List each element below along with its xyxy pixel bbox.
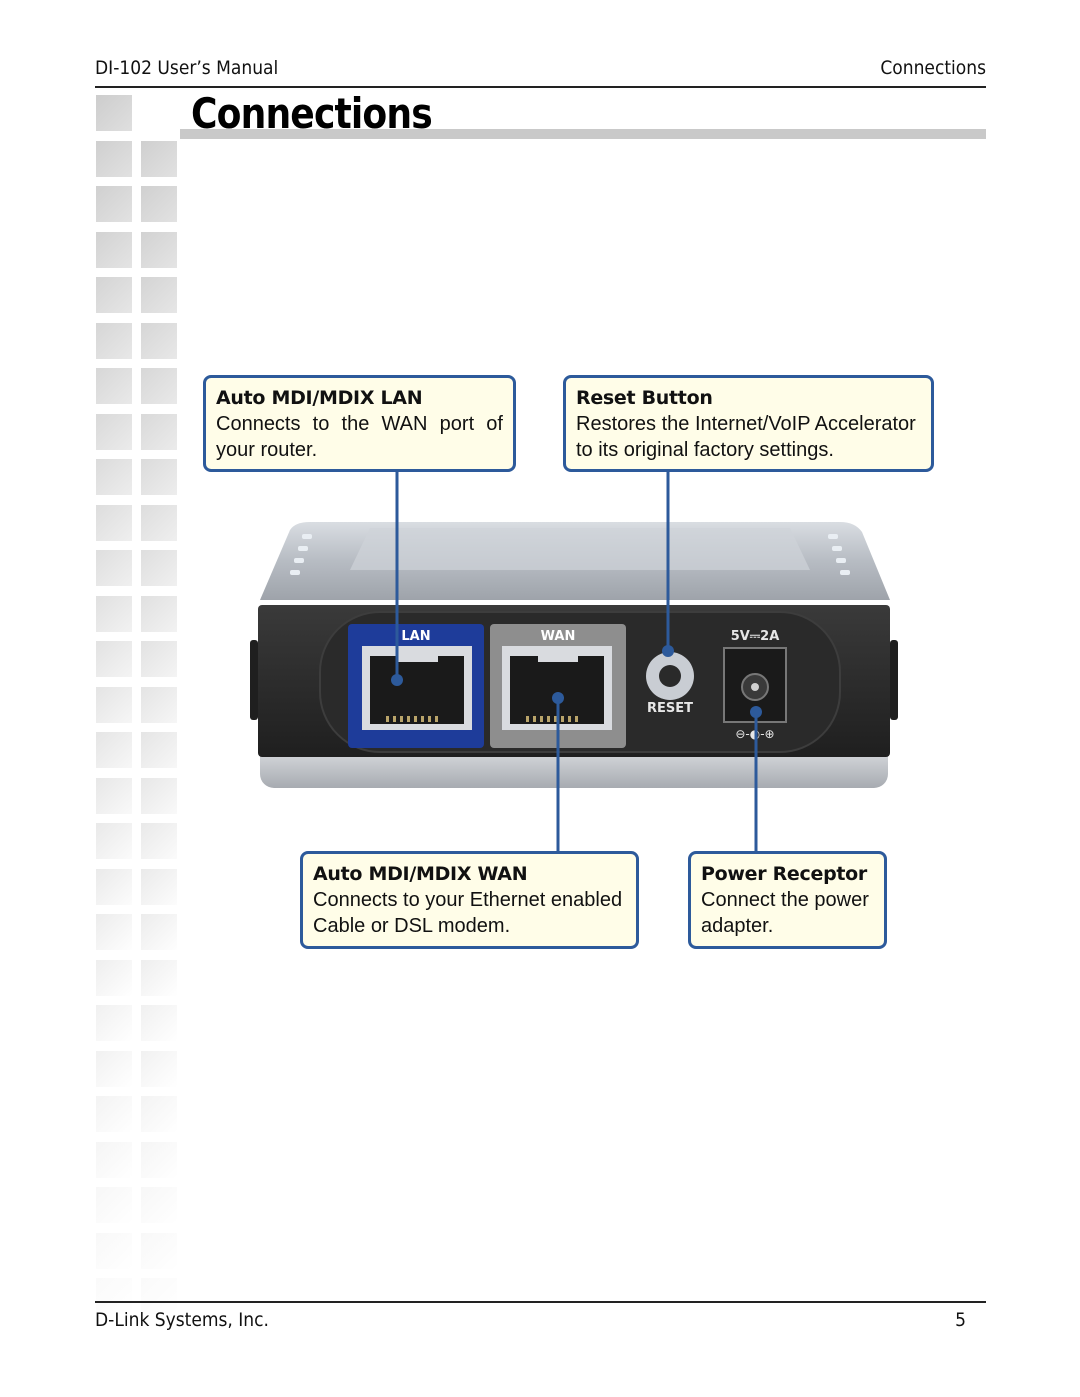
decorative-square [141, 277, 177, 313]
decorative-square [96, 95, 132, 131]
decorative-square [96, 1141, 132, 1178]
power-leader-dot [750, 706, 762, 718]
decorative-square [141, 459, 177, 495]
decorative-square [141, 1278, 177, 1314]
header-section-name: Connections [880, 57, 986, 79]
decorative-square [96, 1187, 132, 1223]
decorative-square [141, 1096, 177, 1132]
decorative-square [96, 914, 132, 950]
reset-button-hole [659, 665, 681, 687]
decorative-square [96, 186, 132, 222]
decorative-square [141, 140, 177, 177]
decorative-square [96, 1005, 132, 1041]
decorative-square [141, 823, 177, 859]
decorative-square [96, 868, 132, 905]
decorative-square [96, 641, 132, 677]
decorative-square [96, 732, 132, 768]
callout-reset-text: Restores the Internet/VoIP Accelerator t… [576, 413, 916, 461]
page-number: 5 [955, 1309, 966, 1331]
page-title: Connections [191, 89, 433, 138]
wan-port-label: WAN [541, 629, 576, 644]
callout-wan: Auto MDI/MDIX WAN Connects to your Ether… [300, 851, 639, 949]
decorative-square [96, 504, 132, 541]
title-underline-bar [180, 129, 986, 139]
callout-reset-title: Reset Button [576, 387, 713, 409]
decorative-square [141, 595, 177, 632]
decorative-square [96, 459, 132, 495]
device-rear-panel-illustration: LAN WAN RESET 5V⎓2A ⊖-◐-⊕ [250, 522, 898, 788]
callout-power-title: Power Receptor [701, 863, 867, 885]
decorative-square [96, 231, 132, 268]
callout-power: Power Receptor Connect the power adapter… [688, 851, 887, 949]
decorative-square [96, 1050, 132, 1087]
decorative-square [141, 959, 177, 996]
decorative-square [141, 186, 177, 222]
decorative-square [141, 1141, 177, 1178]
decorative-square [141, 914, 177, 950]
decorative-square [141, 231, 177, 268]
decorative-square [96, 595, 132, 632]
decorative-square [141, 1187, 177, 1223]
decorative-square [96, 823, 132, 859]
wan-leader-dot [552, 692, 564, 704]
decorative-square [96, 1096, 132, 1132]
decorative-square [141, 686, 177, 723]
decorative-square [141, 732, 177, 768]
callout-wan-title: Auto MDI/MDIX WAN [313, 863, 528, 885]
footer-rule [95, 1301, 986, 1303]
callout-lan-text: Connects to the WAN port of your router. [216, 413, 503, 461]
decorative-square [96, 959, 132, 996]
footer-company: D-Link Systems, Inc. [95, 1309, 269, 1331]
power-rating-label: 5V⎓2A [731, 629, 780, 644]
decorative-square [96, 1278, 132, 1314]
decorative-square [96, 1232, 132, 1269]
decorative-square [141, 413, 177, 450]
decorative-square [141, 322, 177, 359]
decorative-square [96, 413, 132, 450]
callout-lan: Auto MDI/MDIX LAN Connects to the WAN po… [203, 375, 516, 472]
callout-power-text: Connect the power adapter. [701, 889, 869, 937]
decorative-square [141, 777, 177, 814]
decorative-square [96, 368, 132, 404]
decorative-square [141, 504, 177, 541]
lan-port-label: LAN [401, 629, 430, 644]
header-manual-title: DI-102 User’s Manual [95, 57, 279, 79]
decorative-square [96, 777, 132, 814]
callout-wan-text: Connects to your Ethernet enabled Cable … [313, 889, 623, 937]
callout-lan-title: Auto MDI/MDIX LAN [216, 387, 423, 409]
reset-label: RESET [647, 701, 693, 716]
decorative-square [96, 686, 132, 723]
reset-leader-dot [662, 645, 674, 657]
callout-reset: Reset Button Restores the Internet/VoIP … [563, 375, 934, 472]
decorative-square-column [0, 0, 180, 1314]
decorative-square [96, 277, 132, 313]
decorative-square [141, 641, 177, 677]
decorative-square [96, 550, 132, 586]
decorative-square [96, 140, 132, 177]
decorative-square [141, 1050, 177, 1087]
decorative-square [96, 322, 132, 359]
decorative-square [141, 1232, 177, 1269]
decorative-square [141, 550, 177, 586]
lan-leader-dot [391, 674, 403, 686]
decorative-square [141, 868, 177, 905]
header-rule [95, 86, 986, 88]
decorative-square [141, 368, 177, 404]
decorative-square [141, 1005, 177, 1041]
